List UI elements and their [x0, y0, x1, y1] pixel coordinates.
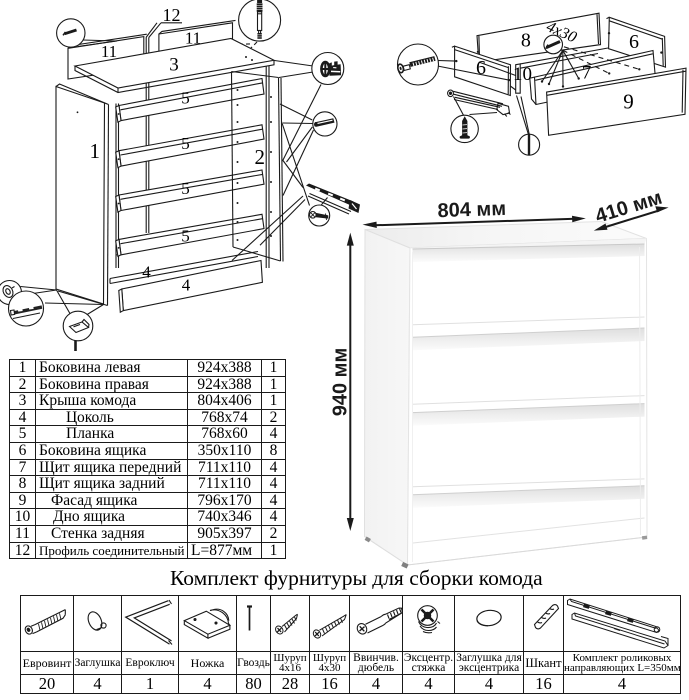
svg-text:804 мм: 804 мм: [437, 198, 506, 222]
svg-text:11: 11: [101, 42, 117, 61]
svg-text:940 мм: 940 мм: [330, 348, 352, 417]
svg-text:3: 3: [169, 55, 179, 76]
svg-text:5: 5: [181, 134, 190, 153]
svg-text:4: 4: [142, 263, 151, 282]
svg-text:7: 7: [582, 63, 592, 84]
svg-text:1: 1: [90, 139, 101, 163]
svg-text:8: 8: [521, 30, 531, 52]
svg-text:11: 11: [185, 29, 201, 48]
svg-text:2: 2: [255, 145, 266, 169]
svg-text:5: 5: [181, 179, 190, 198]
svg-text:6: 6: [476, 57, 486, 79]
svg-text:6: 6: [629, 31, 639, 53]
svg-text:5: 5: [181, 89, 190, 108]
svg-text:10: 10: [513, 64, 532, 85]
svg-text:9: 9: [623, 90, 634, 114]
svg-text:5: 5: [181, 227, 190, 246]
svg-text:4: 4: [182, 276, 191, 295]
svg-text:12: 12: [163, 5, 181, 25]
svg-text:410 мм: 410 мм: [593, 187, 665, 228]
